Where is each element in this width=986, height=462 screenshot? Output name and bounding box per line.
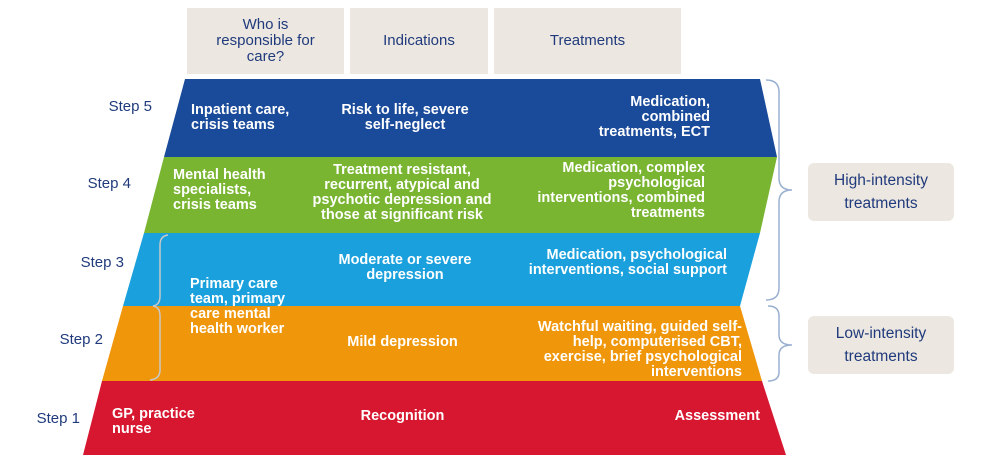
step-5-label: Step 5: [108, 98, 152, 115]
step-3-label: Step 3: [80, 254, 124, 271]
step-1-indications: Recognition: [360, 408, 445, 424]
header-treatments: Treatments: [494, 8, 681, 74]
step-5-treatments: Medication, combined treatments, ECT: [598, 94, 710, 140]
brace-primary-care: [149, 234, 169, 381]
step-4-label: Step 4: [87, 175, 131, 192]
brace-low-intensity: [767, 305, 793, 382]
step-3-treatments: Medication, psychological interventions,…: [528, 247, 727, 278]
step-1-responsible: GP, practice nurse: [112, 406, 195, 437]
step-2-treatments: Watchful waiting, guided self-help, comp…: [537, 319, 742, 380]
step-4-indications: Treatment resistant, recurrent, atypical…: [312, 162, 492, 223]
high-intensity-box: High-intensity treatments: [808, 163, 954, 221]
band-step-1: [83, 381, 786, 455]
low-intensity-box: Low-intensity treatments: [808, 316, 954, 374]
step-2-label: Step 2: [59, 331, 103, 348]
primary-care-responsible: Primary care team, primary care mental h…: [190, 276, 286, 337]
step-1-treatments: Assessment: [674, 408, 760, 424]
step-5-indications: Risk to life, severe self-neglect: [341, 102, 469, 133]
band-step-2: [102, 306, 762, 381]
step-3-indications: Moderate or severe depression: [338, 252, 472, 283]
step-5-responsible: Inpatient care, crisis teams: [191, 102, 290, 133]
header-responsible: Who is responsible for care?: [187, 8, 344, 74]
step-4-treatments: Medication, complex psychological interv…: [537, 160, 705, 221]
header-indications: Indications: [350, 8, 488, 74]
band-step-3: [123, 233, 760, 306]
step-4-responsible: Mental health specialists, crisis teams: [173, 167, 266, 213]
brace-high-intensity: [765, 79, 793, 301]
step-1-label: Step 1: [36, 410, 80, 427]
band-step-4: [144, 157, 777, 233]
band-step-5: [164, 79, 777, 157]
step-2-indications: Mild depression: [347, 334, 458, 350]
